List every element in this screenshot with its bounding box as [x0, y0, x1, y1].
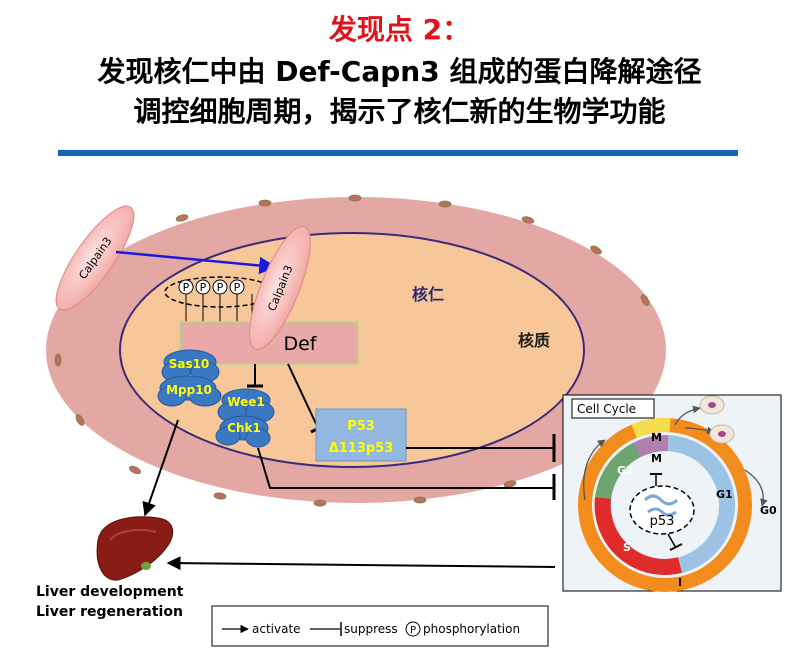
liver-development-label: Liver development: [36, 584, 184, 600]
cycle-direction-arrow: [583, 439, 606, 501]
headline-line-2: 调控细胞周期，揭示了核仁新的生物学功能: [133, 95, 666, 128]
cell-cycle-title: Cell Cycle: [577, 402, 636, 416]
cell-cycle-title-box: [571, 398, 655, 419]
phospho-circle-3: P: [212, 279, 228, 295]
def-label: Def: [283, 333, 317, 355]
def-suppress-p53-line: [287, 363, 319, 429]
chk1-suppress-cycle-line: [257, 447, 553, 489]
svg-text:P: P: [200, 281, 207, 294]
outer-m-segment: [631, 417, 671, 438]
wee1-chk1-cloud: Wee1 Chk1: [215, 388, 275, 448]
g0-exit-arrow: [744, 469, 768, 507]
cycle-to-liver-arrow: [166, 556, 556, 571]
p53-center-label: p53: [650, 514, 675, 529]
p53-label: P53: [347, 419, 375, 434]
svg-text:Chk1: Chk1: [227, 421, 261, 435]
sas10-mpp10-cloud: Sas10 Mpp10: [157, 349, 222, 407]
inner-s-segment: [594, 497, 682, 575]
protein-structure-icon: [643, 494, 679, 517]
legend-activate: activate: [252, 622, 301, 636]
nucleoplasm-label: 核质: [518, 331, 550, 350]
headline-label: 发现点 2：: [328, 13, 471, 46]
svg-text:P: P: [217, 281, 224, 294]
svg-text:Mpp10: Mpp10: [166, 383, 212, 397]
phase-i: I: [678, 576, 682, 589]
phase-m-inner: M: [651, 452, 662, 465]
phase-m-outer: M: [651, 431, 662, 444]
svg-text:Sas10: Sas10: [169, 357, 210, 371]
title-underline: [58, 150, 738, 156]
sas10-to-liver-arrow: [142, 419, 179, 517]
headline-text: 发现核仁中由 Def-Capn3 组成的蛋白降解途径 调控细胞周期，揭示了核仁新…: [0, 52, 799, 132]
phase-g1: G1: [716, 488, 733, 501]
headline-line-1: 发现核仁中由 Def-Capn3 组成的蛋白降解途径: [97, 55, 702, 88]
liver-icon: [96, 516, 174, 581]
delta113p53-label: Δ113p53: [329, 441, 394, 456]
translocation-arrow: [115, 250, 277, 275]
legend-phosphorylation: phosphorylation: [423, 622, 520, 636]
phase-g0: G0: [760, 504, 777, 517]
phase-g2: G2: [617, 464, 634, 477]
phospho-circles: P P P P: [178, 279, 245, 295]
svg-text:Wee1: Wee1: [227, 395, 264, 409]
inner-g2-segment: [595, 442, 641, 500]
svg-text:P: P: [183, 281, 190, 294]
legend-suppress: suppress: [344, 622, 398, 636]
division-arrow-1: [674, 405, 701, 426]
daughter-cell-icon-2: [709, 424, 735, 444]
legend-p-circle: [405, 621, 421, 637]
liver-regeneration-label: Liver regeneration: [36, 604, 183, 620]
inner-m-segment: [633, 434, 669, 458]
nucleolus-label: 核仁: [412, 285, 444, 304]
cell-cycle-panel: Cell Cycle p53 M M G2 G1 G0 S I: [562, 394, 782, 592]
daughter-cell-icon-1: [699, 395, 725, 415]
phase-s: S: [623, 541, 631, 554]
phospho-circle-2: P: [195, 279, 211, 295]
svg-text:P: P: [234, 281, 241, 294]
calpain3-inside: Calpain3: [249, 225, 311, 351]
phospho-circle-1: P: [178, 279, 194, 295]
legend-p-symbol: P: [410, 625, 416, 636]
phospho-circle-4: P: [229, 279, 245, 295]
p53-box: [315, 408, 407, 462]
legend: activate suppress P phosphorylation: [211, 605, 549, 647]
